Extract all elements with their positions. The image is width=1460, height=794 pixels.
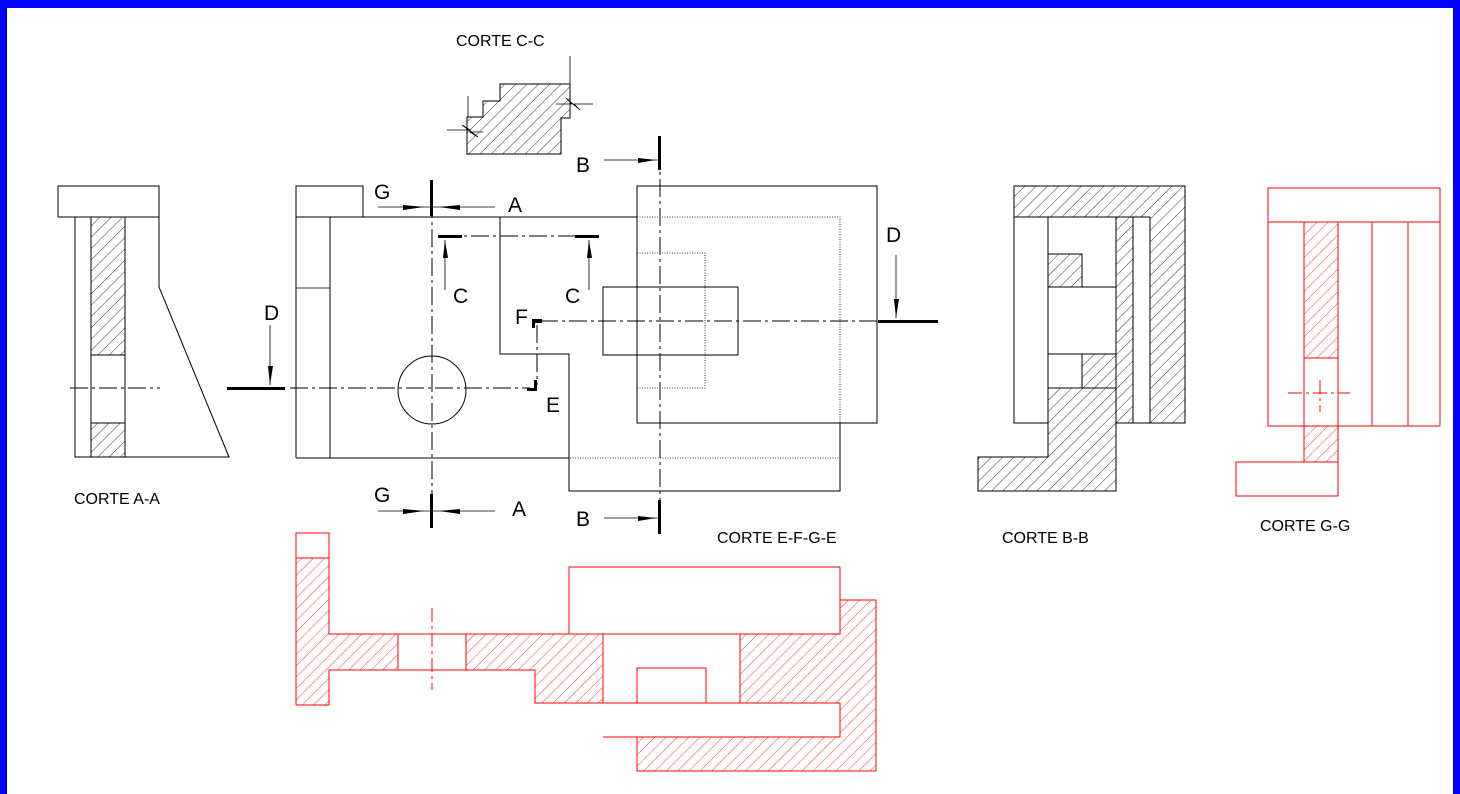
label-f: F <box>515 306 528 329</box>
label-a-top: A <box>508 194 522 217</box>
section-aa-hatch-bottom <box>90 422 126 458</box>
section-efge: CORTE E-F-G-E <box>295 530 877 772</box>
label-c-right: C <box>565 285 580 308</box>
label-corte-cc: CORTE C-C <box>456 33 545 50</box>
section-bb-hatch <box>977 185 1186 492</box>
label-b-bottom: B <box>576 508 590 531</box>
cut-marker-e <box>527 380 537 391</box>
section-gg-hatch-top <box>1303 221 1339 359</box>
section-efge-hatch-right <box>636 599 877 772</box>
section-aa-hatch-top <box>90 216 126 356</box>
section-cc: CORTE C-C <box>447 33 593 155</box>
label-e: E <box>546 394 560 417</box>
cut-marker-g-top <box>378 180 495 216</box>
label-g-top: G <box>374 181 390 204</box>
cut-marker-d-left <box>227 325 285 390</box>
label-d-right: D <box>886 224 901 247</box>
break-line-right <box>556 97 593 111</box>
cut-marker-c-right <box>575 235 599 290</box>
label-g-bottom: G <box>374 484 390 507</box>
section-efge-hatch-center <box>465 633 604 704</box>
section-bb: CORTE B-B <box>977 185 1186 547</box>
section-gg-hatch-bottom <box>1303 425 1339 463</box>
cut-marker-c-left <box>438 235 462 290</box>
label-corte-efge: CORTE E-F-G-E <box>717 530 837 547</box>
label-corte-bb: CORTE B-B <box>1002 530 1089 547</box>
label-b-top: B <box>576 154 590 177</box>
label-d-left: D <box>264 302 279 325</box>
cut-marker-d-right <box>878 255 938 323</box>
section-efge-hatch-left <box>295 557 399 706</box>
cut-marker-b-top <box>604 136 661 170</box>
label-corte-gg: CORTE G-G <box>1260 518 1350 535</box>
section-aa: CORTE A-A <box>57 185 230 508</box>
cut-marker-b-bottom <box>604 500 661 534</box>
break-line-left <box>447 124 483 138</box>
cut-marker-g-bottom <box>378 494 495 528</box>
label-c-left: C <box>453 285 468 308</box>
cut-marker-f <box>532 319 542 328</box>
section-cc-hatch <box>466 83 571 155</box>
main-view: G A G A B B C C D D F E <box>227 136 938 534</box>
label-a-bottom: A <box>512 498 526 521</box>
label-corte-aa: CORTE A-A <box>74 491 160 508</box>
section-gg: CORTE G-G <box>1235 187 1441 535</box>
